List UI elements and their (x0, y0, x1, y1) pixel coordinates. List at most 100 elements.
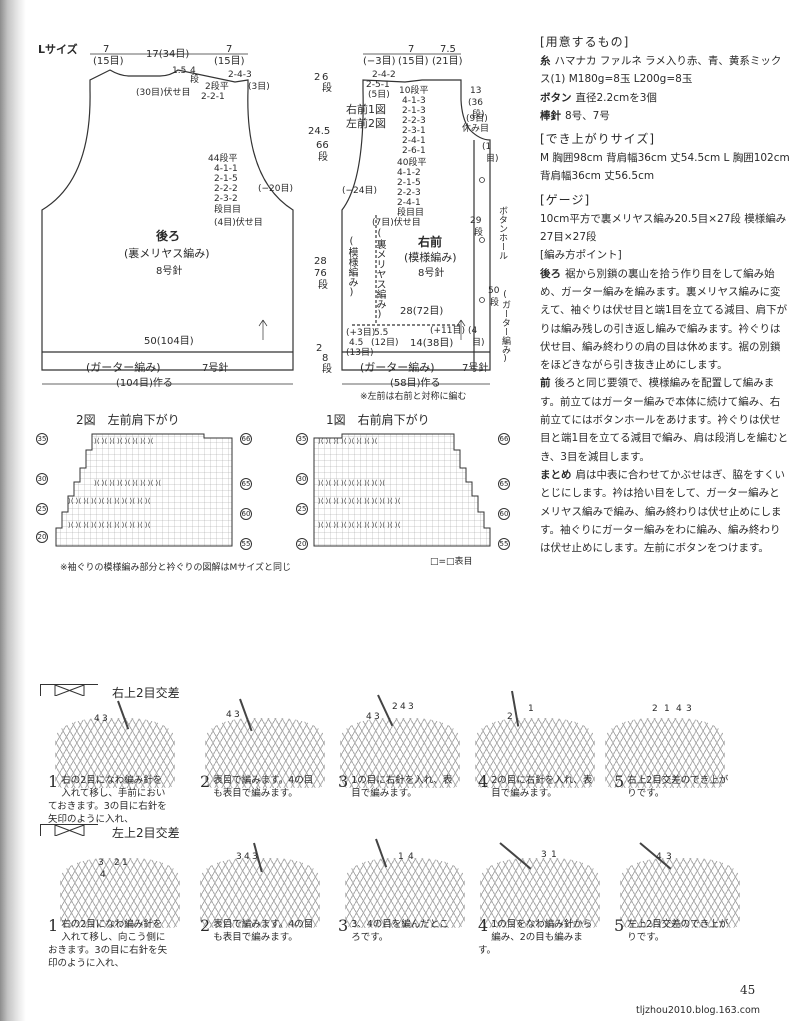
stitch-label: 3 (408, 702, 414, 712)
stitch-label: 3 (541, 850, 547, 860)
back-armhole-label: 段目目 (214, 205, 242, 215)
front-neck-label: 2-1-3 (402, 106, 426, 116)
back-neck-label: (3目) (248, 82, 270, 92)
front-right-dim: 休み目 (462, 124, 490, 134)
svg-text:⟩⟨ ⟩⟨ ⟩⟨ ⟩⟨ ⟩⟨ ⟩⟨ ⟩⟨ ⟩⟨ ⟩⟨ ⟩⟨: ⟩⟨ ⟩⟨ ⟩⟨ ⟩⟨ ⟩⟨ ⟩⟨ ⟩⟨ ⟩⟨ ⟩⟨ ⟩⟨ ⟩⟨ (68, 497, 151, 505)
step-text: 1の目に右針を入れ、表目で編みます。 (351, 775, 453, 799)
front-bottom-part: (+3目) (346, 328, 376, 338)
side-dim: 段 (318, 152, 328, 163)
button-label: ボタン (540, 91, 572, 104)
back-neck-label: 2-2-1 (201, 92, 225, 102)
left-step3-illustration (345, 858, 465, 928)
svg-text:⟩⟨ ⟩⟨ ⟩⟨ ⟩⟨ ⟩⟨ ⟩⟨ ⟩⟨ ⟩⟨: ⟩⟨ ⟩⟨ ⟩⟨ ⟩⟨ ⟩⟨ ⟩⟨ ⟩⟨ ⟩⟨ (94, 437, 154, 445)
front-right-dim: 13 (470, 86, 482, 96)
front-garter-vertical: (ガーター編み) (500, 290, 510, 364)
buttonhole-vertical: ボタンホール (497, 206, 507, 260)
row-marker: 55 (240, 538, 252, 550)
front-bottom-count: 28(72目) (400, 306, 444, 317)
step-number: 1 (48, 916, 59, 935)
front-subtitle: (模様編み) (404, 251, 457, 264)
back-armhole-label: 2-1-5 (214, 174, 238, 184)
front-neck-label: 2-6-1 (402, 146, 426, 156)
left-cross-title: 左上2目交差 (112, 826, 180, 840)
yarn-label: 糸 (540, 55, 551, 67)
back-neck-label: 2段平 (205, 82, 229, 92)
step-number: 5 (614, 916, 625, 935)
row-marker: 30 (36, 473, 48, 485)
front-right-dim: (1 (482, 142, 492, 152)
step-text: 3、4の目を編んだところです。 (351, 919, 449, 943)
chart-note: ※袖ぐりの模様編み部分と衿ぐりの図解はMサイズと同じ (60, 563, 292, 573)
back-armhole-label: 44段平 (208, 154, 238, 164)
step-text: 右の2目になわ編み針を入れて移し、向こう側におきます。3の目に右針を矢印のように… (48, 919, 168, 969)
stitch-label: 2 (652, 704, 658, 714)
row-marker: 55 (498, 538, 510, 550)
right-step4-illustration (475, 718, 595, 788)
front-text: 後ろと同じ要領で、模様編みを配置して編みます。前立てはガーター編みで本体に続けて… (540, 377, 789, 463)
front-garter: (ガーター編み) (360, 361, 435, 374)
row-marker: 20 (36, 531, 48, 543)
front-neck-label: 2-5-1 (366, 80, 390, 90)
side-dim: 2 (316, 343, 323, 354)
row-marker: 60 (240, 508, 252, 520)
left-step5-illustration (620, 858, 740, 928)
front-bottom-part: (12目) (371, 338, 399, 348)
stitch-label: 1 (551, 850, 557, 860)
back-neck-label: 段 (190, 75, 200, 85)
front-garter-needle: 7号針 (462, 363, 489, 374)
finish-text: 肩は中表に合わせてかぶせはぎ、脇をすくいとじにします。衿は拾い目をして、ガーター… (540, 468, 785, 555)
step-number: 3 (338, 916, 349, 935)
side-dim: 段 (322, 364, 332, 375)
step-text: 2の目に右針を入れ、表目で編みます。 (491, 775, 593, 799)
front-dim: 7.5 (440, 44, 456, 55)
row-marker: 65 (498, 478, 510, 490)
gauge-text: 10cm平方で裏メリヤス編み20.5目×27段 模様編み27目×27段 (540, 212, 787, 244)
front-title: 右前 (418, 235, 443, 249)
front-bottom-part: (13目) (346, 348, 374, 358)
row-marker: 35 (36, 433, 48, 445)
back-cast-on: (104目)作る (116, 378, 173, 389)
back-dim-right-sts: (15目) (214, 56, 245, 67)
step-text: 右の2目になわ編み針を入れて移し、手前においておきます。3の目に右針を矢印のよう… (48, 775, 167, 825)
stitch-label: 3 (374, 712, 380, 722)
side-dim: 段 (322, 83, 332, 94)
step-number: 1 (48, 772, 59, 791)
left-step4-illustration (480, 858, 600, 928)
front-armhole-label: 2-4-1 (397, 198, 421, 208)
front-armhole-label: 4-1-2 (397, 168, 421, 178)
svg-text:⟩⟨ ⟩⟨ ⟩⟨ ⟩⟨ ⟩⟨ ⟩⟨ ⟩⟨ ⟩⟨ ⟩⟨: ⟩⟨ ⟩⟨ ⟩⟨ ⟩⟨ ⟩⟨ ⟩⟨ ⟩⟨ ⟩⟨ ⟩⟨ (94, 479, 161, 487)
fig-ref: 右前1図 (346, 103, 386, 116)
stitch-label: 3 (666, 852, 672, 862)
back-armhole-label: 4-1-1 (214, 164, 238, 174)
right-step5-illustration (605, 718, 725, 788)
front-neck-label: 2-3-1 (402, 126, 426, 136)
side-dim: 8 (322, 353, 329, 364)
back-armhole-label: (4目)伏せ目 (214, 218, 263, 228)
needle-text: 8号、7号 (565, 109, 610, 122)
stitch-label: 1 (398, 852, 404, 862)
stitch-label: 2 (392, 702, 398, 712)
side-dim: 段 (318, 280, 328, 291)
stitch-label: 2 (114, 858, 120, 868)
front-pattern-vertical: (模様編み) (346, 236, 357, 298)
finished-text: M 胸囲98cm 背肩幅36cm 丈54.5cm L 胸囲102cm 背肩幅36… (540, 152, 790, 183)
right-step2-illustration (205, 718, 325, 788)
svg-text:⟩⟨ ⟩⟨ ⟩⟨ ⟩⟨ ⟩⟨ ⟩⟨ ⟩⟨ ⟩⟨ ⟩⟨ ⟩⟨: ⟩⟨ ⟩⟨ ⟩⟨ ⟩⟨ ⟩⟨ ⟩⟨ ⟩⟨ ⟩⟨ ⟩⟨ ⟩⟨ ⟩⟨ (68, 521, 151, 529)
step-number: 3 (338, 772, 349, 791)
front-dim: (21目) (432, 56, 463, 67)
back-neck-label: 4 (190, 66, 196, 76)
row-marker: 60 (498, 508, 510, 520)
stitch-label: 1 (528, 704, 534, 714)
step-text: 1の目をなわ編み針から編み、2の目も編みます。 (478, 919, 593, 956)
step-number: 4 (478, 772, 489, 791)
stitch-label: 4 (244, 852, 250, 862)
front-armhole-label: 段目目 (397, 208, 425, 218)
step-text: 表目で編みます。4の目も表目で編みます。 (213, 919, 314, 943)
front-armhole-label: 2-2-3 (397, 188, 421, 198)
svg-text:⟩⟨ ⟩⟨ ⟩⟨ ⟩⟨ ⟩⟨ ⟩⟨ ⟩⟨ ⟩⟨: ⟩⟨ ⟩⟨ ⟩⟨ ⟩⟨ ⟩⟨ ⟩⟨ ⟩⟨ ⟩⟨ (318, 437, 378, 445)
front-right-dim: (9目) (466, 114, 488, 124)
stitch-label: 1 (122, 858, 128, 868)
